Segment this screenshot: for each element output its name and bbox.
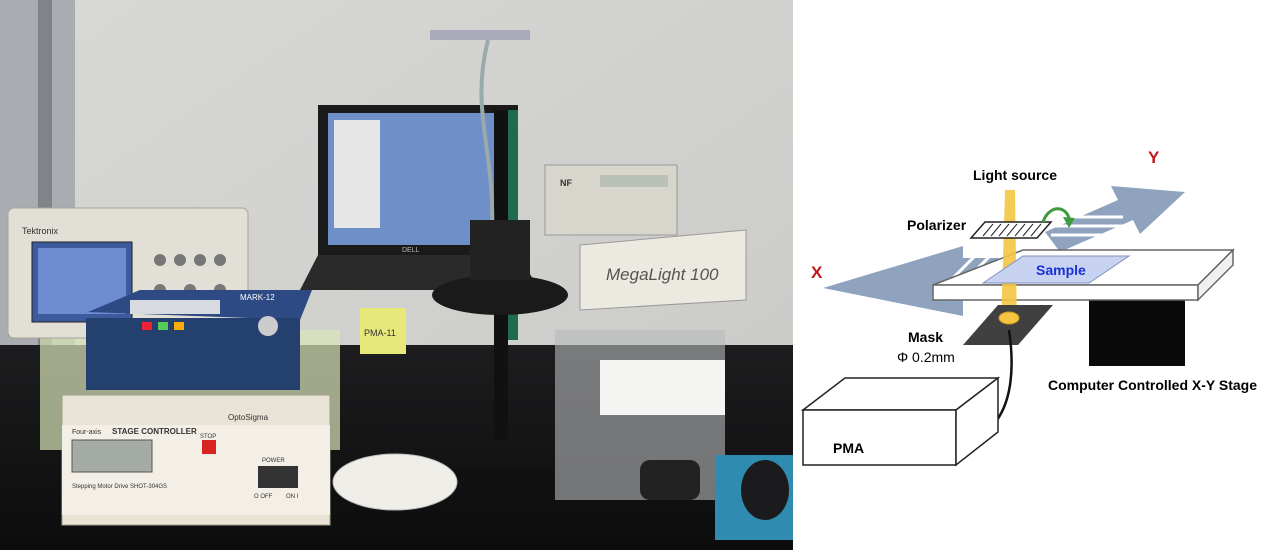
sample <box>981 255 1131 284</box>
stage-controller: Four-axis STAGE CONTROLLER OptoSigma STO… <box>61 394 331 526</box>
generator-brand: NF <box>560 178 572 188</box>
stage-label: Computer Controlled X-Y Stage <box>1048 377 1257 393</box>
light-source-label: Light source <box>973 167 1057 183</box>
stage-controller-prefix: Four-axis <box>72 429 102 436</box>
rotate-arrow-icon <box>1041 207 1071 223</box>
light-source-unit: MegaLight 100 <box>579 229 747 311</box>
sample-label: Sample <box>1036 262 1086 278</box>
joystick-controller: MARK-12 <box>86 290 312 390</box>
x-axis-label: X <box>811 263 823 282</box>
oscilloscope-brand: Tektronix <box>22 226 59 236</box>
on-label: ON I <box>286 494 299 500</box>
motor-text: Stepping Motor Drive SHOT-304GS <box>72 484 167 490</box>
polarizer-label: Polarizer <box>907 217 967 233</box>
schematic-diagram: Sample Y X Light source Polarizer Mask Φ… <box>800 148 1257 467</box>
mask <box>963 305 1053 345</box>
setup-photo: Tektronix MARK-12 Four-axis STAGE CONTRO… <box>0 0 793 550</box>
microscope-stand <box>430 30 573 494</box>
sticky-note: PMA-11 <box>360 308 406 354</box>
pma-label: PMA <box>833 440 864 456</box>
stage-controller-brand: OptoSigma <box>228 413 269 422</box>
pma-box <box>800 376 1001 467</box>
signal-generator: NF <box>544 164 678 236</box>
sticky-note-text: PMA-11 <box>364 328 396 338</box>
light-source-brand: MegaLight 100 <box>606 265 719 284</box>
off-label: O OFF <box>254 494 273 500</box>
stage-controller-title: STAGE CONTROLLER <box>112 427 197 436</box>
mouse <box>741 460 789 520</box>
polarizer <box>969 221 1053 239</box>
rotate-arrowhead-icon <box>1063 217 1075 228</box>
mask-label: Mask <box>908 329 943 345</box>
power-label: POWER <box>262 458 285 464</box>
mask-size-label: Φ 0.2mm <box>897 349 955 365</box>
mask-aperture <box>998 311 1020 325</box>
controller-brand: MARK-12 <box>240 293 275 302</box>
laptop-brand: DELL <box>402 247 420 254</box>
stop-label: STOP <box>200 434 216 440</box>
hand-keypad <box>332 453 458 511</box>
y-axis-label: Y <box>1148 148 1160 167</box>
xy-stage <box>555 330 725 500</box>
